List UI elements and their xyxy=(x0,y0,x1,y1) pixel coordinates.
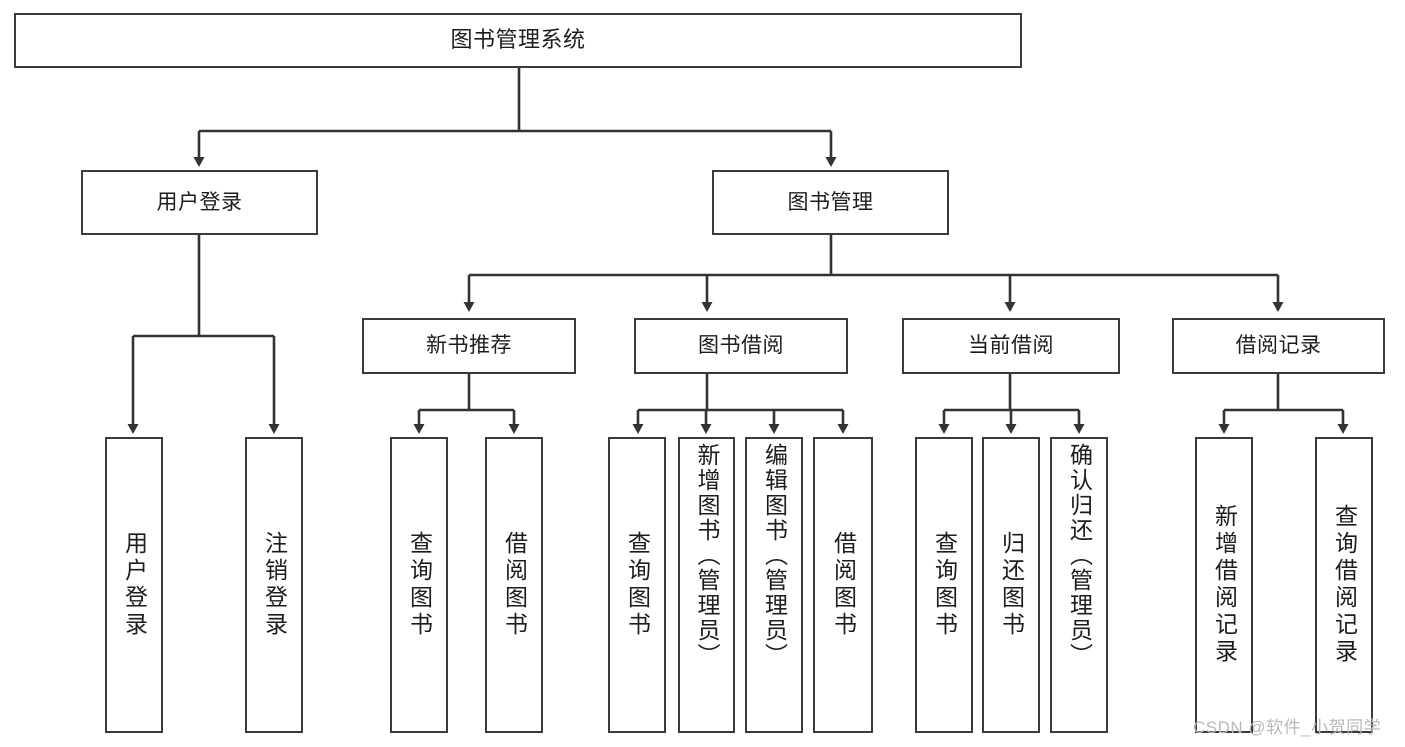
node-label: 归还图书 xyxy=(998,531,1025,639)
node-label: 查询借阅记录 xyxy=(1331,504,1358,666)
node-label: 新书推荐 xyxy=(426,334,512,358)
node-label: 查询图书 xyxy=(931,531,958,639)
leaf-borrow-book-recommend[interactable]: 借阅图书 xyxy=(485,437,543,733)
leaf-query-borrow-record[interactable]: 查询借阅记录 xyxy=(1315,437,1373,733)
node-label: 注销登录 xyxy=(261,531,288,639)
node-label: 图书借阅 xyxy=(698,334,784,358)
node-root-library-management-system[interactable]: 图书管理系统 xyxy=(14,13,1022,68)
node-label: 用户登录 xyxy=(121,531,148,639)
node-label: 图书管理系统 xyxy=(450,27,586,53)
node-label: 编辑图书（管理员） xyxy=(761,443,788,668)
node-book-management[interactable]: 图书管理 xyxy=(712,170,949,235)
leaf-query-book-recommend[interactable]: 查询图书 xyxy=(390,437,448,733)
node-label: 借阅记录 xyxy=(1235,334,1322,358)
node-new-book-recommend[interactable]: 新书推荐 xyxy=(362,318,576,374)
leaf-add-book-admin[interactable]: 新增图书（管理员） xyxy=(678,437,735,733)
leaf-borrow-book[interactable]: 借阅图书 xyxy=(813,437,873,733)
leaf-user-login[interactable]: 用户登录 xyxy=(105,437,163,733)
node-label: 图书管理 xyxy=(787,190,874,214)
node-label: 用户登录 xyxy=(156,190,243,214)
leaf-edit-book-admin[interactable]: 编辑图书（管理员） xyxy=(745,437,803,733)
node-book-borrow[interactable]: 图书借阅 xyxy=(634,318,848,374)
node-label: 当前借阅 xyxy=(968,334,1054,358)
node-borrow-record[interactable]: 借阅记录 xyxy=(1172,318,1385,374)
node-label: 查询图书 xyxy=(406,531,433,639)
node-label: 借阅图书 xyxy=(830,531,857,639)
node-label: 新增借阅记录 xyxy=(1211,504,1238,666)
leaf-return-book[interactable]: 归还图书 xyxy=(982,437,1040,733)
leaf-query-book-current[interactable]: 查询图书 xyxy=(915,437,973,733)
node-label: 新增图书（管理员） xyxy=(694,443,720,668)
node-current-borrow[interactable]: 当前借阅 xyxy=(902,318,1120,374)
csdn-watermark: CSDN @软件_小贺同学 xyxy=(1193,718,1382,737)
node-label: 查询图书 xyxy=(624,531,651,639)
leaf-confirm-return-admin[interactable]: 确认归还（管理员） xyxy=(1050,437,1108,733)
leaf-query-book-borrow[interactable]: 查询图书 xyxy=(608,437,666,733)
node-label: 确认归还（管理员） xyxy=(1066,443,1093,668)
node-user-login[interactable]: 用户登录 xyxy=(81,170,318,235)
leaf-add-borrow-record[interactable]: 新增借阅记录 xyxy=(1195,437,1253,733)
node-label: 借阅图书 xyxy=(501,531,528,639)
leaf-logout[interactable]: 注销登录 xyxy=(245,437,303,733)
